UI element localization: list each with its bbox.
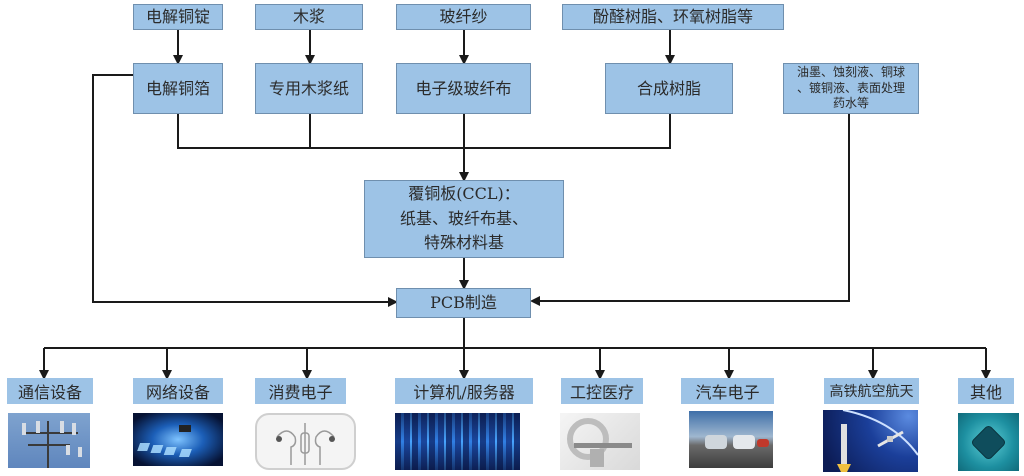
ccl-line: 特殊材料基 — [423, 233, 504, 253]
arrow-chemicals-to-pcb — [530, 114, 850, 306]
application-label: 汽车电子 — [695, 383, 760, 402]
application-label-box: 网络设备 — [133, 378, 223, 404]
application-label-box: 通信设备 — [7, 378, 93, 404]
chip-image — [958, 413, 1019, 471]
merge-line-intermediates — [177, 114, 671, 149]
intermediate-label: 合成树脂 — [636, 78, 701, 98]
intermediate-box: 合成树脂 — [605, 63, 733, 114]
network-chip-image — [133, 413, 223, 466]
earphones-image — [255, 413, 356, 470]
chemicals-box: 油墨、蚀刻液、铜球 、镀铜液、表面处理 药水等 — [783, 63, 919, 114]
pcb-box: PCB制造 — [396, 288, 531, 318]
application-label: 消费电子 — [268, 383, 333, 402]
raw-material-label: 玻纤纱 — [439, 7, 488, 26]
pcb-label: PCB制造 — [430, 293, 497, 312]
application-label-box: 汽车电子 — [681, 378, 774, 404]
intermediate-box: 电解铜箔 — [133, 63, 223, 114]
raw-material-box: 玻纤纱 — [396, 4, 531, 30]
ccl-line: 覆铜板(CCL)： — [408, 183, 520, 203]
raw-material-label: 酚醛树脂、环氧树脂等 — [592, 7, 753, 26]
application-label: 计算机/服务器 — [413, 383, 515, 402]
ccl-box: 覆铜板(CCL)： 纸基、玻纤布基、 特殊材料基 — [364, 180, 564, 258]
server-room-image — [395, 413, 520, 470]
application-label-box: 高铁航空航天 — [824, 378, 919, 404]
rocket-satellite-image — [823, 410, 918, 472]
ccl-line: 纸基、玻纤布基、 — [399, 208, 528, 228]
intermediate-box: 电子级玻纤布 — [396, 63, 531, 114]
raw-material-label: 木浆 — [292, 7, 325, 26]
application-label: 网络设备 — [145, 383, 210, 402]
intermediate-label: 电子级玻纤布 — [415, 78, 512, 98]
raw-material-box: 木浆 — [255, 4, 363, 30]
application-label-box: 工控医疗 — [561, 378, 643, 404]
ct-scanner-image — [560, 413, 640, 470]
intermediate-label: 专用木浆纸 — [268, 78, 349, 98]
chemicals-line: 油墨、蚀刻液、铜球 — [796, 65, 905, 80]
chemicals-line: 、镀铜液、表面处理 — [796, 80, 905, 95]
intermediate-box: 专用木浆纸 — [255, 63, 363, 114]
arrow-foil-to-pcb — [92, 74, 398, 307]
application-label: 其他 — [969, 383, 1002, 402]
raw-material-box: 酚醛树脂、环氧树脂等 — [562, 4, 784, 30]
cars-image — [689, 411, 773, 468]
application-label-box: 消费电子 — [255, 378, 346, 404]
cell-tower-image — [8, 413, 90, 468]
application-label-box: 其他 — [958, 378, 1014, 404]
raw-material-box: 电解铜锭 — [133, 4, 223, 30]
application-label: 工控医疗 — [569, 383, 634, 402]
application-label: 通信设备 — [17, 383, 82, 402]
intermediate-label: 电解铜箔 — [145, 78, 210, 98]
application-label: 高铁航空航天 — [829, 384, 914, 400]
chemicals-line: 药水等 — [832, 96, 869, 111]
raw-material-label: 电解铜锭 — [145, 7, 210, 26]
application-label-box: 计算机/服务器 — [395, 378, 533, 404]
